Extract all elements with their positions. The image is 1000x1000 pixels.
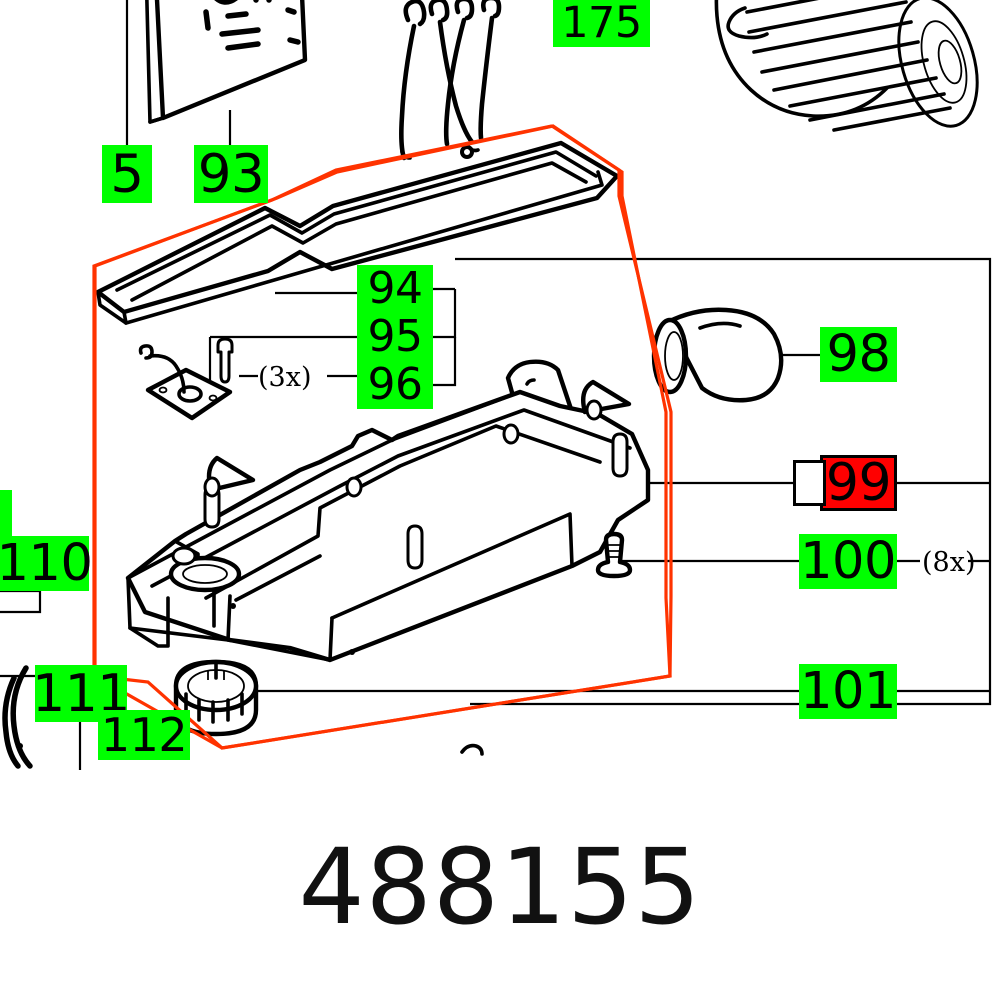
motor-housing-graphic [125, 359, 651, 663]
motor-armature-graphic [714, 0, 979, 132]
rubber-elbow-graphic [651, 307, 784, 403]
callout-label-110-stub[interactable] [0, 490, 12, 536]
bottom-fragment-graphic [460, 743, 484, 756]
callout-label-100[interactable]: 100 [799, 532, 897, 591]
callout-label-93[interactable]: 93 [194, 145, 268, 203]
callout-label-175[interactable]: 175 [553, 0, 650, 47]
selection-outline-main [93, 124, 672, 750]
callout-label-94[interactable]: 94 [357, 265, 433, 313]
callout-label-110[interactable]: 110 [0, 534, 93, 593]
callout-label-98[interactable]: 98 [820, 327, 897, 382]
callout-label-101[interactable]: 101 [799, 662, 897, 721]
wire-harness-graphic [399, 0, 502, 161]
control-board-graphic [145, 0, 308, 124]
callout-label-99[interactable]: 99 [820, 455, 897, 511]
leader-line-110 [0, 589, 42, 614]
impeller-graphic [173, 659, 259, 737]
multiplicity-8x: (8x) [922, 547, 976, 578]
callout-label-99-blank[interactable] [793, 460, 826, 506]
callout-label-96[interactable]: 96 [357, 361, 433, 409]
cover-plate-graphic [95, 140, 620, 325]
callout-label-95[interactable]: 95 [357, 313, 433, 361]
screw-graphic [595, 531, 633, 579]
part-number-caption: 488155 [298, 826, 702, 948]
callout-bracket-right [433, 257, 992, 706]
mount-plate-graphic [138, 337, 234, 421]
multiplicity-3x: (3x) [258, 362, 312, 393]
callout-label-112[interactable]: 112 [98, 710, 190, 760]
callout-label-5[interactable]: 5 [102, 145, 152, 203]
